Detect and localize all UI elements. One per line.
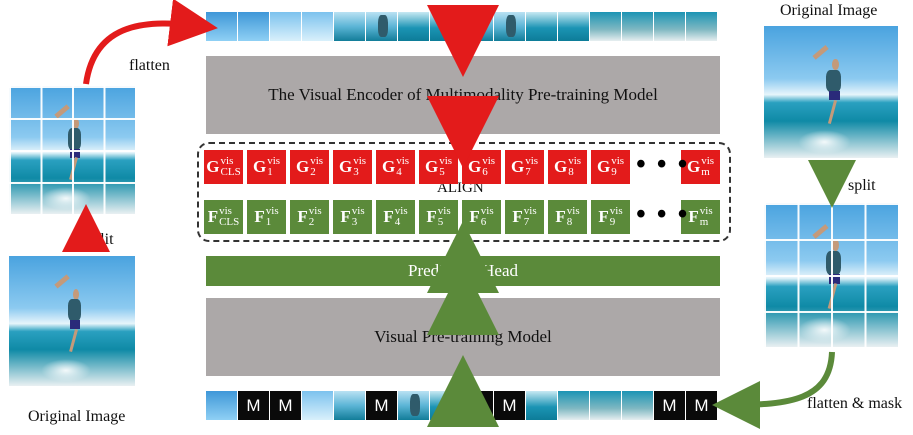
split-image-left	[9, 86, 135, 214]
flatten-label: flatten	[129, 57, 170, 74]
original-image-left	[9, 256, 135, 386]
visual-encoder-box: The Visual Encoder of Multimodality Pre-…	[206, 56, 720, 134]
original-image-right	[764, 26, 898, 158]
original-image-right-label: Original Image	[780, 2, 878, 19]
mask-token: M	[494, 391, 525, 420]
original-image-left-label: Original Image	[28, 408, 126, 425]
mask-token: M	[462, 391, 493, 420]
align-label: ALIGN	[437, 180, 484, 196]
flatten-mask-label: flatten & mask	[807, 395, 903, 412]
grid-overlay	[9, 86, 135, 214]
mask-token: M	[238, 391, 269, 420]
split-left-label: split	[86, 231, 114, 248]
prediction-head-box: Prediction Head	[206, 256, 720, 286]
masked-patch-strip: M M M M M M M	[206, 391, 717, 420]
ellipsis-f: • • •	[636, 199, 690, 230]
mask-token: M	[654, 391, 685, 420]
mask-token: M	[270, 391, 301, 420]
split-right-label: split	[848, 177, 876, 194]
visual-pretraining-box: Visual Pre-training Model	[206, 298, 720, 376]
mask-token: M	[686, 391, 717, 420]
mask-token: M	[366, 391, 397, 420]
flattened-patch-strip	[206, 12, 717, 41]
split-image-right	[764, 203, 898, 347]
ellipsis-g: • • •	[636, 149, 690, 180]
